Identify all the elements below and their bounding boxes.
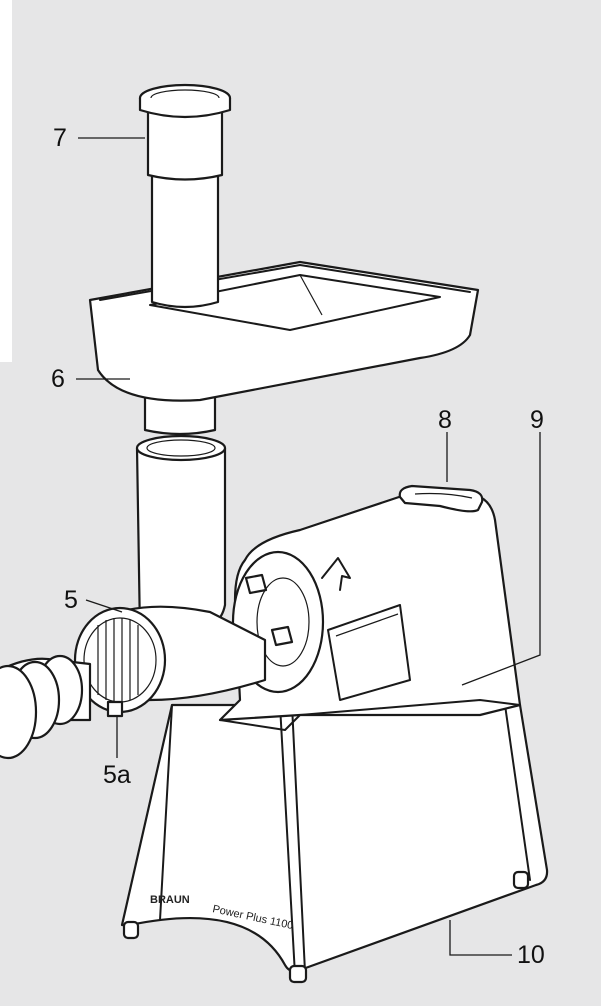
label-part-6: 6 bbox=[51, 365, 65, 393]
cutting-plate-tab bbox=[106, 700, 124, 718]
motor-base bbox=[120, 703, 549, 984]
leader-9 bbox=[461, 432, 541, 686]
label-part-9: 9 bbox=[530, 406, 544, 434]
label-part-5: 5 bbox=[64, 586, 78, 614]
leader-lines bbox=[76, 137, 541, 956]
label-part-5a: 5a bbox=[103, 761, 131, 789]
sausage-attachment bbox=[0, 654, 92, 760]
foot-front-right bbox=[288, 964, 308, 984]
brand-label: BRAUN bbox=[150, 894, 190, 906]
label-part-8: 8 bbox=[438, 406, 452, 434]
foot-back-right bbox=[512, 870, 530, 890]
reverse-switch bbox=[398, 484, 484, 513]
foot-front-left bbox=[122, 920, 140, 940]
feed-tube bbox=[135, 434, 227, 634]
grinder-head bbox=[73, 573, 294, 718]
food-pusher bbox=[138, 83, 232, 309]
label-part-10: 10 bbox=[517, 941, 545, 969]
leader-10 bbox=[449, 920, 512, 956]
label-part-7: 7 bbox=[53, 124, 67, 152]
leader-5 bbox=[85, 599, 123, 613]
